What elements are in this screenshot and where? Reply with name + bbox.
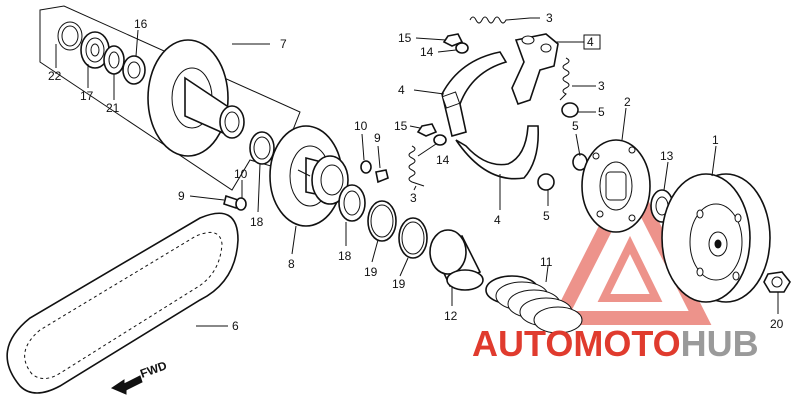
o-ring-part-19a bbox=[367, 200, 397, 242]
needle-bearing-part-16 bbox=[122, 55, 146, 85]
callout-p3c: 3 bbox=[410, 191, 417, 205]
callout-p15a: 15 bbox=[398, 31, 412, 45]
watermark-part1: AUTOMOTO bbox=[472, 323, 681, 364]
o-ring-part-19b bbox=[398, 217, 428, 259]
callout-p16: 16 bbox=[134, 17, 148, 31]
callout-p5b: 5 bbox=[572, 119, 579, 133]
guide-roller-part-10b bbox=[235, 197, 247, 211]
callout-labels: 3 4 15 14 3 5 4 2 5 15 14 10 9 3 1 13 5 4 16 7 22 17 21 10 9 18 8 1… bbox=[48, 11, 784, 333]
clutch-weight-part-4b bbox=[455, 125, 540, 180]
callout-p1: 1 bbox=[712, 133, 719, 147]
callout-p19a: 19 bbox=[364, 265, 378, 279]
callout-p14a: 14 bbox=[420, 45, 434, 59]
fwd-label: FWD bbox=[138, 358, 169, 381]
watermark-text: AUTOMOTOHUB bbox=[472, 323, 759, 364]
fwd-arrow-icon bbox=[110, 375, 143, 395]
oil-seal-part-21 bbox=[103, 45, 125, 75]
guide-pin-part-9b bbox=[375, 169, 389, 184]
callout-p2: 2 bbox=[624, 95, 631, 109]
callout-p4b: 4 bbox=[494, 213, 501, 227]
guide-pin-part-9a bbox=[223, 194, 239, 210]
driven-spring-part-11 bbox=[485, 275, 583, 334]
callout-p5a: 5 bbox=[598, 105, 605, 119]
clutch-outer-part-1 bbox=[661, 173, 771, 303]
callout-p13: 13 bbox=[660, 149, 674, 163]
spring-part-3c bbox=[408, 145, 425, 187]
washer-part-14b bbox=[433, 134, 447, 146]
drive-belt-part-6 bbox=[6, 212, 239, 394]
driven-face-part-7 bbox=[147, 39, 245, 157]
callout-p10b: 10 bbox=[234, 167, 248, 181]
callout-p12: 12 bbox=[444, 309, 458, 323]
damper-part-5c bbox=[537, 173, 555, 191]
spring-part-3a bbox=[469, 16, 531, 24]
clutch-weight-part-4a bbox=[441, 51, 508, 137]
oil-seal-part-18b bbox=[338, 184, 366, 222]
callout-p21: 21 bbox=[106, 101, 120, 115]
callout-p5c: 5 bbox=[543, 209, 550, 223]
clutch-plate-part-4-boxed bbox=[511, 33, 559, 106]
callout-p9a: 9 bbox=[374, 131, 381, 145]
leader-lines bbox=[55, 17, 779, 327]
callout-p4box: 4 bbox=[587, 35, 594, 49]
callout-p15b: 15 bbox=[394, 119, 408, 133]
callout-p6: 6 bbox=[232, 319, 239, 333]
washer-part-14a bbox=[455, 42, 469, 54]
boxed-label-frame bbox=[583, 34, 601, 50]
callout-p17: 17 bbox=[80, 89, 94, 103]
spring-part-3b bbox=[559, 57, 570, 101]
callout-p18b: 18 bbox=[338, 249, 352, 263]
nut-part-15a bbox=[442, 33, 464, 47]
callout-p18a: 18 bbox=[250, 215, 264, 229]
callout-p8: 8 bbox=[288, 257, 295, 271]
callout-p9b: 9 bbox=[178, 189, 185, 203]
watermark-part2: HUB bbox=[681, 323, 759, 364]
callout-p7: 7 bbox=[280, 37, 287, 51]
callout-p11: 11 bbox=[540, 255, 553, 269]
callout-p22: 22 bbox=[48, 69, 62, 83]
bearing-part-13 bbox=[650, 189, 674, 223]
callout-p19b: 19 bbox=[392, 277, 406, 291]
callout-p20: 20 bbox=[770, 317, 784, 331]
bearing-part-17 bbox=[80, 31, 110, 69]
callout-p3b: 3 bbox=[598, 79, 605, 93]
callout-p4a: 4 bbox=[398, 83, 405, 97]
nut-part-20 bbox=[763, 271, 791, 293]
oil-seal-part-18a bbox=[249, 131, 275, 165]
damper-part-5a bbox=[561, 102, 579, 118]
clutch-carrier-part-2 bbox=[581, 139, 651, 233]
callout-p10a: 10 bbox=[354, 119, 368, 133]
seal-collar-part-12 bbox=[429, 229, 484, 291]
callout-p14b: 14 bbox=[436, 153, 450, 167]
callout-p3a: 3 bbox=[546, 11, 553, 25]
movable-driven-face-part-8 bbox=[269, 125, 349, 227]
circlip-part-22 bbox=[57, 21, 83, 51]
guide-roller-part-10a bbox=[360, 160, 372, 174]
nut-part-15b bbox=[416, 123, 438, 137]
